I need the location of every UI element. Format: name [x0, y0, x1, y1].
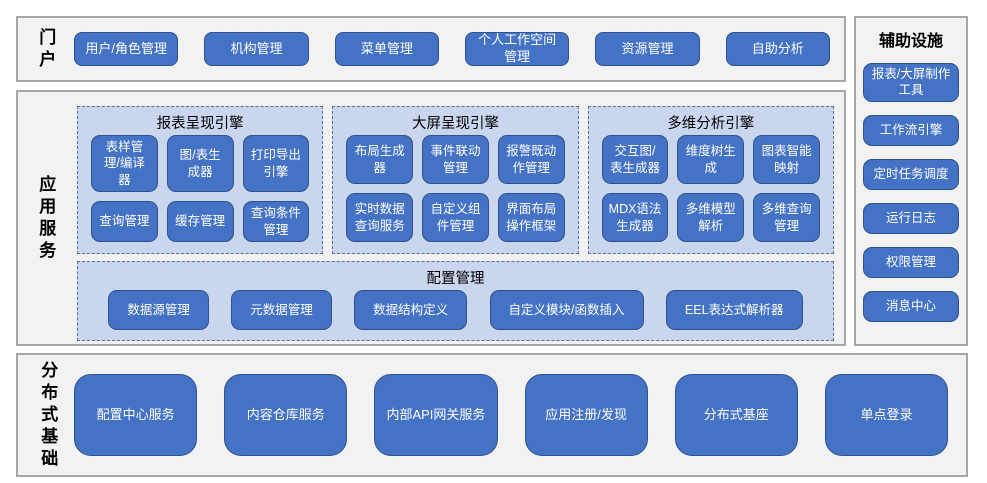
dist-item-internal-api-gateway-service[interactable]: 内部API网关服务	[374, 374, 498, 456]
engine-item-chart-smart-mapping[interactable]: 图表智能映射	[753, 135, 820, 184]
engine-item-dimension-tree-generation[interactable]: 维度树生成	[677, 135, 745, 184]
distributed-panel: 分布式基础 配置中心服务 内容仓库服务 内部API网关服务 应用注册/发现 分布…	[16, 353, 968, 477]
dist-item-app-registry-discovery[interactable]: 应用注册/发现	[524, 374, 648, 456]
engine-item-query-mgmt[interactable]: 查询管理	[91, 201, 158, 242]
config-item-eel-expression-parser[interactable]: EEL表达式解析器	[665, 290, 803, 330]
engine-item-alarm-action-mgmt[interactable]: 报警既动作管理	[497, 135, 565, 184]
bigscreen-render-engine-title: 大屏呈现引擎	[411, 116, 499, 132]
engine-item-cache-mgmt[interactable]: 缓存管理	[166, 201, 234, 242]
config-mgmt-row: 数据源管理 元数据管理 数据结构定义 自定义模块/函数插入 EEL表达式解析器	[78, 288, 833, 340]
aux-item-permission-mgmt[interactable]: 权限管理	[863, 246, 959, 278]
engine-item-layout-generator[interactable]: 布局生成器	[346, 135, 414, 184]
portal-item-workspace-mgmt[interactable]: 个人工作空间管理	[464, 32, 570, 66]
engine-item-mdx-syntax-generator[interactable]: MDX语法生成器	[601, 193, 669, 242]
dist-item-config-center-service[interactable]: 配置中心服务	[74, 374, 198, 456]
multidim-analysis-engine-grid: 交互图/表生成器 维度树生成 图表智能映射 MDX语法生成器 多维模型解析 多维…	[589, 133, 833, 253]
engine-item-query-condition-mgmt[interactable]: 查询条件管理	[242, 201, 310, 242]
auxiliary-panel: 辅助设施 报表/大屏制作工具 工作流引擎 定时任务调度 运行日志 权限管理 消息…	[854, 16, 968, 346]
aux-item-message-center[interactable]: 消息中心	[863, 290, 959, 322]
engine-item-multidim-model-parsing[interactable]: 多维模型解析	[677, 193, 745, 242]
portal-button-row: 用户/角色管理 机构管理 菜单管理 个人工作空间管理 资源管理 自助分析	[74, 32, 830, 66]
engine-item-print-export-engine[interactable]: 打印导出引擎	[242, 135, 310, 193]
portal-item-resource-mgmt[interactable]: 资源管理	[595, 32, 700, 66]
report-render-engine-box: 报表呈现引擎 表样管理/编译器 图/表生成器 打印导出引擎 查询管理 缓存管理 …	[77, 106, 324, 254]
config-item-data-structure-definition[interactable]: 数据结构定义	[354, 290, 468, 330]
portal-item-org-mgmt[interactable]: 机构管理	[204, 32, 309, 66]
engine-item-realtime-data-query[interactable]: 实时数据查询服务	[346, 193, 414, 242]
app-services-label: 应用服务	[39, 174, 57, 261]
engine-item-interactive-chart-generator[interactable]: 交互图/表生成器	[601, 135, 669, 184]
portal-item-self-analysis[interactable]: 自助分析	[725, 32, 830, 66]
auxiliary-title: 辅助设施	[878, 33, 943, 50]
report-render-engine-title: 报表呈现引擎	[156, 116, 244, 132]
bigscreen-render-engine-grid: 布局生成器 事件联动管理 报警既动作管理 实时数据查询服务 自定义组件管理 界面…	[333, 133, 577, 253]
engine-item-ui-layout-framework[interactable]: 界面布局操作框架	[497, 193, 565, 242]
report-render-engine-grid: 表样管理/编译器 图/表生成器 打印导出引擎 查询管理 缓存管理 查询条件管理	[78, 133, 322, 253]
bigscreen-render-engine-box: 大屏呈现引擎 布局生成器 事件联动管理 报警既动作管理 实时数据查询服务 自定义…	[332, 106, 579, 254]
portal-item-menu-mgmt[interactable]: 菜单管理	[334, 32, 439, 66]
engine-item-chart-table-generator[interactable]: 图/表生成器	[166, 135, 234, 193]
auxiliary-button-column: 报表/大屏制作工具 工作流引擎 定时任务调度 运行日志 权限管理 消息中心	[856, 51, 966, 322]
aux-item-workflow-engine[interactable]: 工作流引擎	[863, 114, 959, 146]
distributed-button-row: 配置中心服务 内容仓库服务 内部API网关服务 应用注册/发现 分布式基座 单点…	[74, 374, 949, 456]
aux-item-report-bigscreen-authoring-tool[interactable]: 报表/大屏制作工具	[863, 63, 959, 102]
portal-panel: 门户 用户/角色管理 机构管理 菜单管理 个人工作空间管理 资源管理 自助分析	[16, 16, 846, 82]
multidim-analysis-engine-box: 多维分析引擎 交互图/表生成器 维度树生成 图表智能映射 MDX语法生成器 多维…	[587, 106, 834, 254]
app-services-panel: 应用服务 报表呈现引擎 表样管理/编译器 图/表生成器 打印导出引擎 查询管理 …	[16, 90, 846, 346]
engine-item-multidim-query-mgmt[interactable]: 多维查询管理	[753, 193, 820, 242]
dist-item-single-sign-on[interactable]: 单点登录	[824, 374, 949, 456]
multidim-analysis-engine-title: 多维分析引擎	[667, 116, 755, 132]
aux-item-run-log[interactable]: 运行日志	[863, 202, 959, 234]
portal-item-user-role-mgmt[interactable]: 用户/角色管理	[74, 32, 179, 66]
engine-item-custom-component-mgmt[interactable]: 自定义组件管理	[422, 193, 489, 242]
config-mgmt-box: 配置管理 数据源管理 元数据管理 数据结构定义 自定义模块/函数插入 EEL表达…	[77, 261, 834, 341]
engines-row: 报表呈现引擎 表样管理/编译器 图/表生成器 打印导出引擎 查询管理 缓存管理 …	[77, 106, 834, 254]
config-mgmt-title: 配置管理	[426, 271, 485, 287]
engine-item-event-linkage-mgmt[interactable]: 事件联动管理	[422, 135, 489, 184]
config-item-datasource-mgmt[interactable]: 数据源管理	[108, 290, 209, 330]
config-item-metadata-mgmt[interactable]: 元数据管理	[231, 290, 332, 330]
dist-item-content-repo-service[interactable]: 内容仓库服务	[224, 374, 348, 456]
config-item-custom-module-function-insert[interactable]: 自定义模块/函数插入	[489, 290, 644, 330]
aux-item-scheduled-task-dispatch[interactable]: 定时任务调度	[863, 158, 959, 190]
engine-item-style-mgmt-compiler[interactable]: 表样管理/编译器	[91, 135, 158, 193]
distributed-label: 分布式基础	[41, 360, 59, 469]
portal-label: 门户	[39, 27, 57, 69]
dist-item-distributed-base[interactable]: 分布式基座	[674, 374, 798, 456]
